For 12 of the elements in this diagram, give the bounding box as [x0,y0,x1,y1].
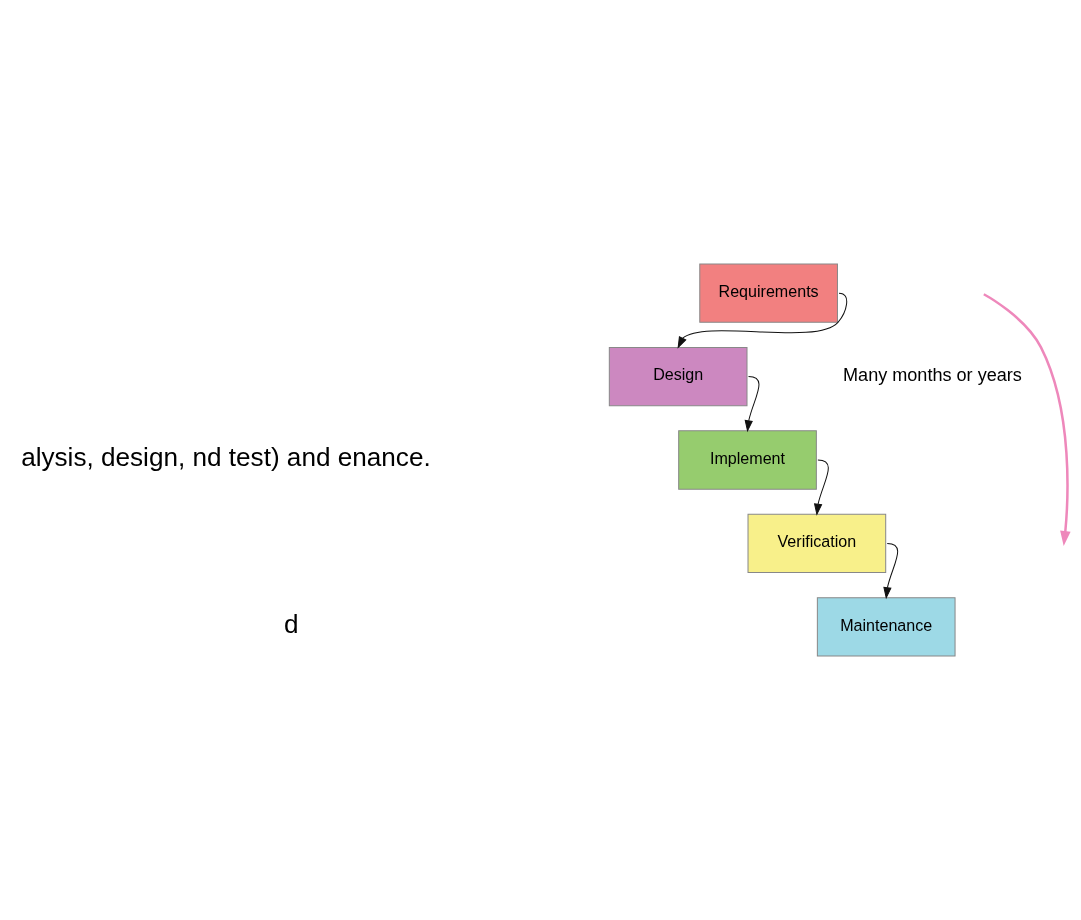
arrow [883,542,899,600]
arrow [813,459,829,516]
node-box: Implement [678,430,817,490]
node-box: Maintenance [816,597,956,657]
label: Many months or years [843,365,1022,386]
node-box: Verification [747,513,887,574]
arrow [744,376,760,433]
arrow [677,292,848,349]
node-box: Design [608,346,748,407]
label: alysis, design, nd test) and enance. [21,442,431,473]
label: d [283,609,299,640]
node-box: Requirements [699,263,838,323]
